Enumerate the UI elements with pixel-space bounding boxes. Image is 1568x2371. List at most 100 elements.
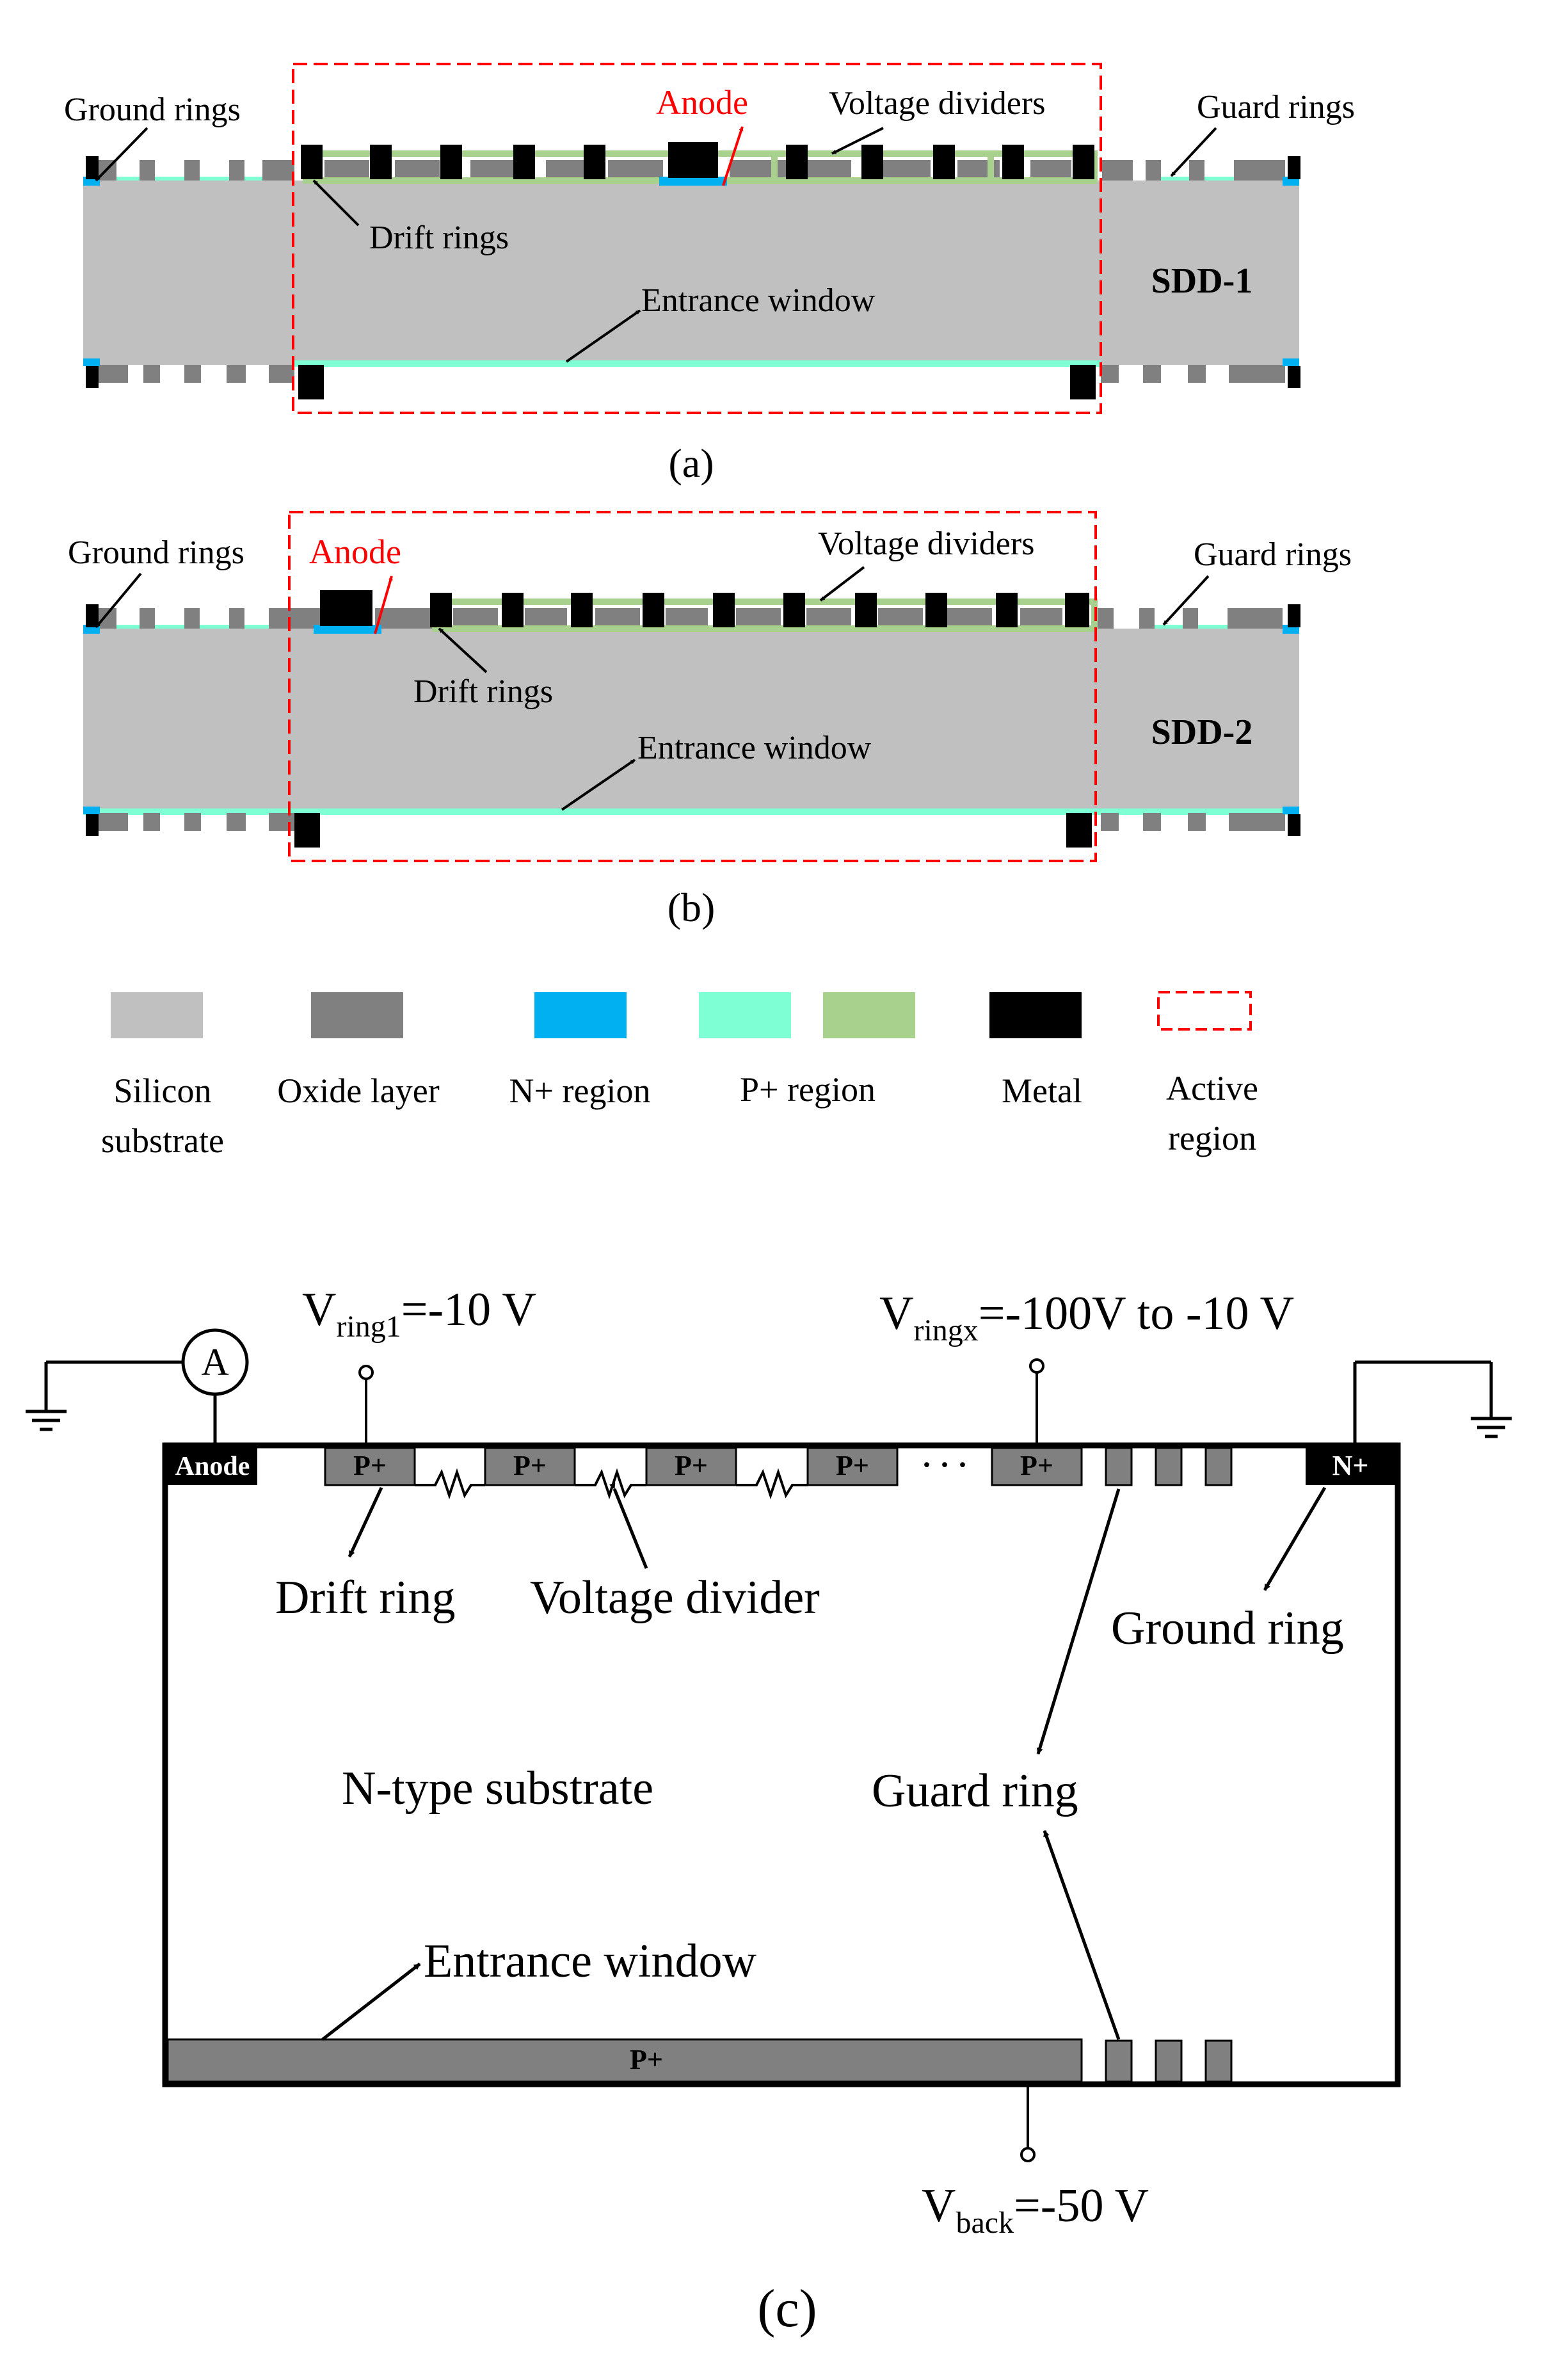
arrow-voltage-divider bbox=[609, 1482, 648, 1569]
arrow-entrance-window bbox=[565, 309, 641, 363]
label-guard-rings: Guard rings bbox=[1194, 536, 1352, 573]
label-ground-rings: Ground rings bbox=[68, 534, 244, 571]
silicon-substrate bbox=[83, 181, 1299, 365]
label-guard-ring: Guard ring bbox=[872, 1765, 1078, 1817]
arrow-drift-rings bbox=[438, 627, 488, 673]
legend-swatch-silicon bbox=[111, 992, 203, 1038]
label-ground-ring: Ground ring bbox=[1111, 1602, 1344, 1655]
arrow-entrance-window bbox=[561, 759, 636, 811]
back-p-plus-label: P+ bbox=[630, 2044, 663, 2075]
legend-swatch-metal bbox=[989, 992, 1082, 1038]
bottom-n-plus bbox=[83, 358, 1299, 366]
legend-swatch-n-plus bbox=[534, 992, 627, 1038]
resistor-1 bbox=[415, 1468, 485, 1500]
caption-c: (c) bbox=[757, 2279, 817, 2338]
anode-block-label: Anode bbox=[175, 1452, 250, 1481]
device-body bbox=[162, 1442, 1401, 2087]
bottom-n-plus bbox=[83, 807, 1299, 814]
label-voltage-dividers: Voltage dividers bbox=[829, 85, 1045, 122]
bottom-metal bbox=[86, 813, 1300, 848]
arrow-ground-ring bbox=[1263, 1486, 1327, 1591]
label-drift-rings: Drift rings bbox=[413, 673, 553, 710]
terminal-ringx bbox=[1029, 1358, 1044, 1374]
legend-swatch-p-plus-teal bbox=[699, 992, 791, 1038]
p-plus-ring-x bbox=[991, 1447, 1083, 1486]
legend-label-oxide: Oxide layer bbox=[277, 1072, 439, 1110]
bottom-oxide-layer bbox=[96, 365, 1285, 383]
p-plus-ring-1 bbox=[324, 1447, 416, 1486]
caption-a: (a) bbox=[668, 440, 714, 486]
ellipsis-dots: · · · bbox=[922, 1448, 968, 1482]
arrow-drift-ring bbox=[348, 1486, 383, 1558]
legend-label-n-plus: N+ region bbox=[509, 1072, 651, 1110]
label-voltage-dividers: Voltage dividers bbox=[818, 526, 1034, 562]
ground-symbol-left bbox=[26, 1362, 67, 1431]
arrow-entrance-window bbox=[321, 1963, 421, 2041]
label-guard-rings: Guard rings bbox=[1197, 89, 1355, 125]
legend-label-metal: Metal bbox=[1002, 1072, 1082, 1110]
entrance-window-layer bbox=[294, 360, 1101, 367]
label-vback: Vback=-50 V bbox=[922, 2180, 1149, 2240]
arrow-ground-rings bbox=[95, 127, 148, 182]
top-metal bbox=[86, 142, 1300, 179]
label-drift-rings: Drift rings bbox=[369, 220, 509, 256]
bottom-metal bbox=[86, 365, 1300, 399]
label-entrance-window: Entrance window bbox=[424, 1935, 756, 1988]
panel-a: Ground rings Anode Voltage dividers Guar… bbox=[64, 63, 1355, 486]
ammeter-label: A bbox=[201, 1341, 228, 1383]
arrow-voltage-dividers bbox=[819, 566, 865, 602]
anode-n-plus bbox=[659, 177, 727, 186]
arrow-guard-ring-bottom bbox=[1043, 1830, 1121, 2040]
legend-label-active-1: Active bbox=[1166, 1069, 1258, 1107]
anode-n-plus bbox=[314, 625, 381, 634]
label-anode: Anode bbox=[656, 83, 748, 122]
label-anode: Anode bbox=[309, 533, 401, 571]
p-plus-ring-2 bbox=[484, 1447, 576, 1486]
legend-label-active-2: region bbox=[1168, 1119, 1256, 1157]
resistor-3 bbox=[736, 1468, 808, 1500]
legend-swatch-p-plus-green bbox=[823, 992, 915, 1038]
top-metal bbox=[86, 590, 1300, 627]
label-entrance-window: Entrance window bbox=[641, 282, 876, 319]
arrow-guard-ring-top bbox=[1036, 1488, 1121, 1755]
caption-b: (b) bbox=[668, 885, 716, 930]
label-drift-ring: Drift ring bbox=[275, 1571, 456, 1624]
label-n-type-substrate: N-type substrate bbox=[342, 1762, 653, 1815]
label-ground-rings: Ground rings bbox=[64, 92, 241, 128]
silicon-substrate bbox=[83, 629, 1299, 813]
p-plus-ring-3 bbox=[645, 1447, 737, 1486]
p-plus-ring-1-label: P+ bbox=[353, 1450, 387, 1481]
bottom-oxide-layer bbox=[96, 813, 1285, 831]
legend-label-p-plus: P+ region bbox=[740, 1070, 876, 1109]
guard-rings-bottom bbox=[1105, 2039, 1233, 2083]
top-oxide-layer bbox=[96, 160, 1285, 181]
terminal-back bbox=[1020, 2147, 1036, 2162]
label-vring1: Vring1=-10 V bbox=[302, 1283, 536, 1344]
legend-swatch-oxide bbox=[311, 992, 403, 1038]
arrow-anode bbox=[374, 575, 393, 634]
panel-b: Ground rings Anode Voltage dividers Guar… bbox=[68, 511, 1352, 930]
legend-label-silicon-1: Silicon bbox=[113, 1072, 211, 1110]
ground-symbol-right bbox=[1471, 1362, 1512, 1438]
n-plus-block-label: N+ bbox=[1332, 1450, 1369, 1481]
arrow-drift-rings bbox=[312, 179, 360, 227]
label-voltage-divider: Voltage divider bbox=[530, 1571, 820, 1624]
label-vringx: Vringx=-100V to -10 V bbox=[879, 1287, 1294, 1347]
arrow-guard-rings bbox=[1162, 575, 1210, 626]
back-p-plus-layer bbox=[166, 2038, 1083, 2083]
terminal-ring1 bbox=[358, 1365, 374, 1380]
label-entrance-window: Entrance window bbox=[637, 730, 872, 766]
legend-swatch-active bbox=[1157, 991, 1252, 1031]
active-region-box bbox=[292, 63, 1102, 414]
p-plus-ring-4-label: P+ bbox=[836, 1450, 869, 1481]
arrow-anode bbox=[722, 126, 744, 186]
p-plus-ring-x-label: P+ bbox=[1020, 1450, 1053, 1481]
p-plus-ring-3-label: P+ bbox=[675, 1450, 708, 1481]
legend-label-silicon-2: substrate bbox=[101, 1121, 224, 1160]
arrow-guard-rings bbox=[1170, 127, 1217, 177]
top-oxide-layer bbox=[96, 608, 1283, 629]
arrow-voltage-dividers bbox=[831, 127, 884, 155]
active-region-box bbox=[288, 511, 1097, 862]
device-label: SDD-1 bbox=[1151, 261, 1253, 301]
